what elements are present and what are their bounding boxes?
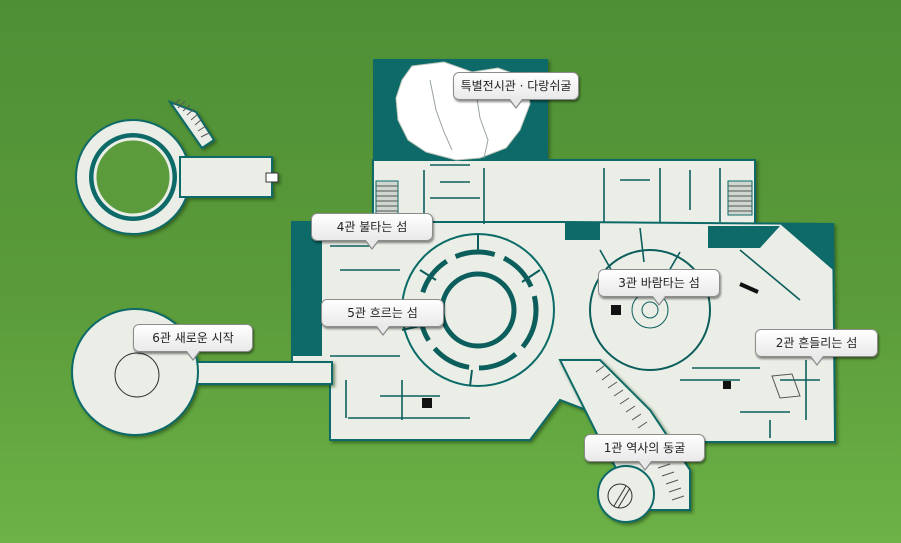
label-hall-4[interactable]: 4관 불타는 섬 bbox=[311, 213, 433, 250]
marker-hall3-east bbox=[739, 282, 759, 294]
interior-walls bbox=[423, 164, 721, 224]
label-special-exhibition[interactable]: 특별전시관 · 다랑쉬굴 bbox=[453, 72, 579, 109]
stair-east-corridor bbox=[727, 180, 753, 216]
label-hall-2[interactable]: 2관 흔들리는 섬 bbox=[755, 329, 878, 366]
rotunda-hall5 bbox=[401, 233, 555, 387]
marker-hall5 bbox=[422, 398, 432, 408]
circular-building-northwest bbox=[75, 99, 279, 235]
label-hall-6[interactable]: 6관 새로운 시작 bbox=[133, 324, 253, 361]
main-building bbox=[291, 59, 837, 443]
label-hall-5[interactable]: 5관 흐르는 섬 bbox=[321, 299, 444, 336]
stair-west-corridor bbox=[375, 180, 399, 216]
marker-hall2 bbox=[723, 381, 731, 389]
label-hall-3[interactable]: 3관 바람타는 섬 bbox=[598, 269, 720, 306]
exhibit-hall2 bbox=[771, 373, 801, 399]
lower-interior-walls bbox=[330, 245, 820, 438]
stair-northwest bbox=[173, 98, 210, 138]
label-hall-1[interactable]: 1관 역사의 동굴 bbox=[584, 434, 705, 471]
